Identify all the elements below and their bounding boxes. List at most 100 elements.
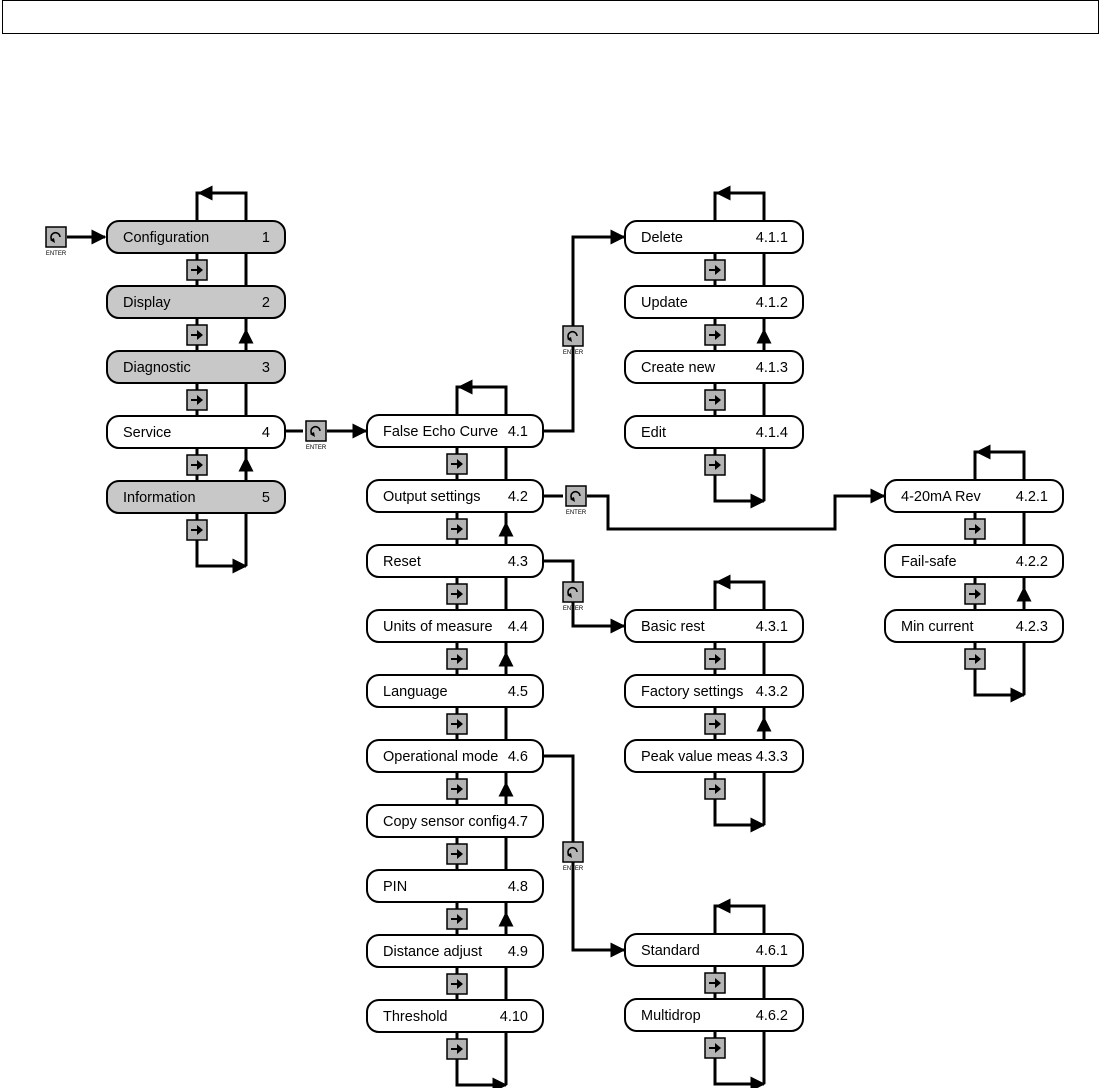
menu-item-number: 4.2 <box>508 489 528 505</box>
next-key-icon <box>186 519 208 541</box>
menu-item-label: Basic rest <box>641 619 705 635</box>
next-key-icon <box>704 972 726 994</box>
next-key-icon <box>186 259 208 281</box>
menu-item-label: Service <box>123 425 171 441</box>
reset-menu-item: Factory settings 4.3.2 <box>624 674 804 708</box>
menu-item-label: Factory settings <box>641 684 743 700</box>
false-echo-menu-item: Update 4.1.2 <box>624 285 804 319</box>
next-key-icon <box>446 973 468 995</box>
menu-item-label: Standard <box>641 943 700 959</box>
menu-item-label: Display <box>123 295 171 311</box>
false-echo-menu-item: Delete 4.1.1 <box>624 220 804 254</box>
menu-item-number: 4.1 <box>508 424 528 440</box>
next-key-icon <box>446 518 468 540</box>
menu-item-number: 4.8 <box>508 879 528 895</box>
false-echo-menu-item: Create new 4.1.3 <box>624 350 804 384</box>
next-key-icon <box>446 843 468 865</box>
menu-item-label: Delete <box>641 230 683 246</box>
next-key-icon <box>704 324 726 346</box>
menu-item-label: Diagnostic <box>123 360 191 376</box>
next-key-icon <box>446 648 468 670</box>
menu-item-label: Peak value meas <box>641 749 752 765</box>
next-key-icon <box>704 389 726 411</box>
menu-item-label: Language <box>383 684 448 700</box>
menu-item-label: False Echo Curve <box>383 424 498 440</box>
menu-item-number: 4.3.2 <box>756 684 788 700</box>
enter-key-label: ENTER <box>563 350 584 356</box>
next-key-icon <box>186 324 208 346</box>
enter-key-icon: ENTER <box>562 325 584 356</box>
menu-item-label: Information <box>123 490 196 506</box>
next-key-icon <box>704 259 726 281</box>
menu-item-number: 4.6.2 <box>756 1008 788 1024</box>
menu-item-label: Multidrop <box>641 1008 701 1024</box>
connector-line <box>195 191 246 221</box>
menu-item-number: 4.3.3 <box>756 749 788 765</box>
menu-item-number: 4.6 <box>508 749 528 765</box>
next-key-icon <box>704 454 726 476</box>
connector-line <box>713 580 764 610</box>
enter-key-icon: ENTER <box>565 485 587 516</box>
next-key-icon <box>704 648 726 670</box>
menu-item-number: 4.10 <box>500 1009 528 1025</box>
service-menu-item: Operational mode 4.6 <box>366 739 544 773</box>
menu-item-label: 4-20mA Rev <box>901 489 982 505</box>
menu-item-label: Update <box>641 295 688 311</box>
menu-item-number: 4.1.4 <box>756 425 788 441</box>
menu-item-label: Distance adjust <box>383 944 482 960</box>
menu-item-label: Fail-safe <box>901 554 957 570</box>
menu-item-label: Min current <box>901 619 974 635</box>
reset-menu-item: Basic rest 4.3.1 <box>624 609 804 643</box>
menu-item-label: Configuration <box>123 230 209 246</box>
enter-key-icon: ENTER <box>305 420 327 451</box>
main-menu-item: Information 5 <box>106 480 286 514</box>
main-menu-item: Configuration 1 <box>106 220 286 254</box>
menu-item-number: 4.7 <box>508 814 528 830</box>
menu-item-label: Reset <box>383 554 421 570</box>
menu-item-label: PIN <box>383 879 407 895</box>
menu-item-number: 3 <box>262 360 270 376</box>
next-key-icon <box>704 778 726 800</box>
menu-item-number: 4.1.3 <box>756 360 788 376</box>
menu-item-number: 4.1.2 <box>756 295 788 311</box>
service-menu-item: False Echo Curve 4.1 <box>366 414 544 448</box>
enter-key-icon: ENTER <box>45 226 67 257</box>
next-key-icon <box>964 583 986 605</box>
menu-item-label: Create new <box>641 360 716 376</box>
next-key-icon <box>446 908 468 930</box>
op-mode-menu-item: Standard 4.6.1 <box>624 933 804 967</box>
next-key-icon <box>446 778 468 800</box>
menu-item-number: 4.6.1 <box>756 943 788 959</box>
enter-key-label: ENTER <box>46 251 67 257</box>
menu-item-label: Copy sensor config <box>383 814 507 830</box>
connector-line <box>455 385 506 415</box>
menu-item-label: Units of measure <box>383 619 493 635</box>
connector-line <box>713 904 764 934</box>
menu-item-number: 5 <box>262 490 270 506</box>
menu-item-number: 1 <box>262 230 270 246</box>
menu-item-number: 4.3.1 <box>756 619 788 635</box>
menu-item-label: Operational mode <box>383 749 498 765</box>
next-key-icon <box>446 583 468 605</box>
header-box <box>2 0 1099 34</box>
next-key-icon <box>446 713 468 735</box>
menu-item-number: 4.2.2 <box>1016 554 1048 570</box>
menu-item-number: 4.1.1 <box>756 230 788 246</box>
connector-lines <box>67 185 1032 1088</box>
enter-key-label: ENTER <box>563 866 584 872</box>
next-key-icon <box>704 713 726 735</box>
next-key-icon <box>186 389 208 411</box>
menu-item-label: Threshold <box>383 1009 447 1025</box>
